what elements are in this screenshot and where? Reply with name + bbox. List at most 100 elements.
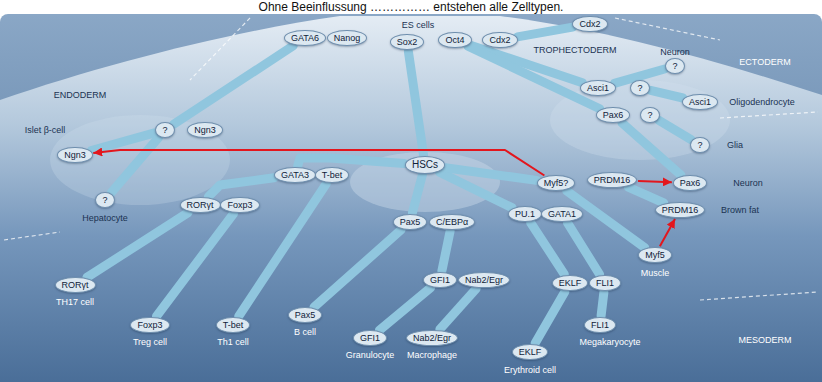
gene-bubble: ?: [665, 58, 685, 74]
gene-bubble: ?: [95, 192, 115, 208]
cell-label: Th1 cell: [217, 337, 249, 347]
gene-bubble: PU.1: [508, 206, 542, 222]
cell-label: Oligodendrocyte: [729, 97, 795, 107]
divider-line: [190, 18, 250, 80]
background-panel: [0, 14, 822, 382]
valley-path: [535, 292, 565, 343]
valley-path: [531, 223, 565, 275]
gene-name: Pax5: [295, 310, 316, 320]
gene-name: Oct4: [445, 35, 464, 45]
gene-bubble: Foxp3: [220, 197, 259, 213]
gene-name: GATA1: [548, 209, 576, 219]
gene-bubble: FLI1: [584, 317, 616, 333]
valley-path: [601, 292, 604, 316]
valley-path: [517, 27, 572, 37]
divider-line: [720, 112, 818, 118]
gene-bubble: C/EBPα: [429, 214, 475, 230]
divider-line: [700, 292, 818, 300]
cell-label: Muscle: [641, 268, 670, 278]
gene-bubble: RORγt: [180, 197, 221, 213]
gene-name: FLI1: [596, 278, 614, 288]
valley-path: [379, 288, 430, 330]
cell-label: Treg cell: [133, 337, 167, 347]
divider-line: [615, 18, 720, 40]
gene-name: EKLF: [559, 278, 582, 288]
gene-name: RORγt: [62, 280, 89, 290]
valley-path: [568, 223, 600, 274]
valley-path: [442, 231, 450, 271]
valley-path: [174, 46, 294, 125]
gene-name: Nab2/Egr: [413, 333, 451, 343]
cell-label: ECTODERM: [739, 57, 790, 67]
gene-name: Myf5?: [544, 178, 569, 188]
arrow-line: [638, 181, 672, 182]
valley-path: [298, 158, 405, 166]
valley-path: [412, 175, 422, 213]
cell-label: ENDODERM: [54, 90, 107, 100]
cell-label: Neuron: [660, 47, 690, 57]
cell-label: Megakaryocyte: [579, 337, 640, 347]
gene-bubble: GATA3: [274, 167, 316, 183]
cell-label: B cell: [294, 327, 316, 337]
gene-bubble: Asci1: [682, 94, 718, 110]
gene-bubble: ?: [155, 122, 175, 138]
gene-bubble: GFI1: [423, 272, 457, 288]
gene-bubble: Nab2/Egr: [458, 272, 510, 288]
gene-name: Pax6: [603, 110, 624, 120]
gene-bubble: HSCs: [405, 156, 445, 174]
cell-label: TH17 cell: [56, 297, 94, 307]
cell-label: ES cells: [402, 20, 435, 30]
gene-name: ?: [162, 125, 168, 135]
arrow-line: [660, 219, 675, 246]
cell-label: Hepatocyte: [82, 213, 128, 223]
gene-bubble: GATA1: [541, 206, 583, 222]
cell-label: Brown fat: [721, 205, 759, 215]
valley-path: [651, 90, 683, 98]
cell-label: Macrophage: [407, 350, 457, 360]
gene-name: Nab2/Egr: [465, 275, 503, 285]
mountain-slope: [0, 16, 822, 382]
gene-name: GATA3: [281, 170, 309, 180]
gene-name: Sox2: [397, 37, 418, 47]
gene-name: Cdx2: [579, 19, 600, 29]
gene-name: PRDM16: [594, 175, 631, 185]
valley-path: [111, 137, 158, 192]
gene-bubble: Ngn3: [57, 147, 93, 163]
gene-bubble: Asci1: [580, 80, 616, 96]
gene-name: Cdx2: [489, 35, 510, 45]
gene-bubble: RORγt: [55, 277, 96, 293]
gene-name: GFI1: [430, 275, 450, 285]
gene-name: Foxp3: [137, 320, 162, 330]
divider-line: [4, 232, 60, 240]
gene-bubble: Foxp3: [130, 317, 169, 333]
gene-bubble: FLI1: [589, 275, 621, 291]
gene-bubble: Nab2/Egr: [406, 330, 458, 346]
valley-path: [445, 168, 536, 181]
valley-path: [157, 214, 234, 317]
valley-path: [659, 120, 691, 139]
gene-bubble: ?: [640, 107, 660, 123]
gene-name: PRDM16: [662, 205, 699, 215]
gene-name: RORγt: [187, 200, 214, 210]
gene-bubble: Myf5: [638, 247, 672, 263]
gene-name: Pax6: [680, 178, 701, 188]
gene-name: Asci1: [587, 83, 609, 93]
gene-bubble: GFI1: [353, 330, 387, 346]
gene-name: HSCs: [412, 159, 438, 171]
page-title: Ohne Beeinflussung …………… entstehen alle …: [0, 1, 822, 14]
gene-name: ?: [697, 140, 703, 150]
gene-name: FLI1: [591, 320, 609, 330]
gene-name: C/EBPα: [436, 217, 468, 227]
gene-name: Myf5: [645, 250, 665, 260]
endoderm-hill: [50, 115, 230, 205]
gene-name: Asci1: [689, 97, 711, 107]
gene-bubble: Cdx2: [572, 16, 607, 32]
gene-bubble: Cdx2: [482, 32, 517, 48]
gene-name: ?: [672, 61, 678, 71]
gene-name: PU.1: [515, 209, 535, 219]
gene-name: ?: [102, 195, 108, 205]
gene-name: EKLF: [519, 347, 542, 357]
gene-name: T-bet: [322, 170, 343, 180]
